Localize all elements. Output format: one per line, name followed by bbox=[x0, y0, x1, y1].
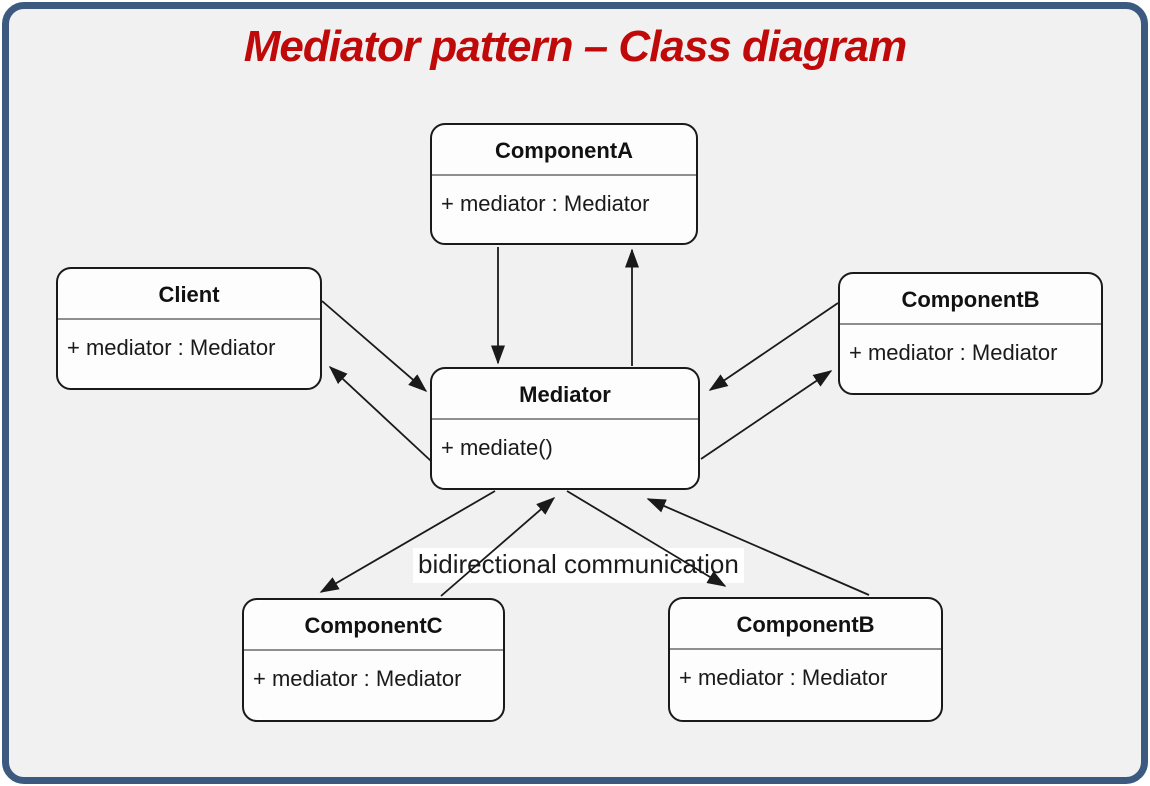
class-box-component-b2[interactable]: ComponentB + mediator : Mediator bbox=[668, 597, 943, 722]
class-name: Client bbox=[58, 269, 320, 320]
edge-mediator-to-client bbox=[328, 365, 432, 462]
edge-mediator-to-component-b bbox=[700, 370, 833, 460]
class-attribute: + mediator : Mediator bbox=[67, 335, 276, 360]
class-name: ComponentA bbox=[432, 125, 696, 176]
class-attribute: + mediator : Mediator bbox=[441, 191, 650, 216]
class-name: ComponentC bbox=[244, 600, 503, 651]
class-name: ComponentB bbox=[670, 599, 941, 650]
class-box-component-c[interactable]: ComponentC + mediator : Mediator bbox=[242, 598, 505, 722]
class-attribute: + mediator : Mediator bbox=[253, 666, 462, 691]
page-title: Mediator pattern – Class diagram bbox=[243, 22, 907, 71]
class-box-mediator[interactable]: Mediator + mediate() bbox=[430, 367, 700, 490]
bidirectional-communication-label: bidirectional communication bbox=[413, 548, 744, 583]
class-name: ComponentB bbox=[840, 274, 1101, 325]
class-attribute: + mediator : Mediator bbox=[849, 340, 1058, 365]
class-name: Mediator bbox=[432, 369, 698, 420]
class-box-component-b[interactable]: ComponentB + mediator : Mediator bbox=[838, 272, 1103, 395]
edge-component-b-to-mediator bbox=[708, 302, 839, 391]
class-attribute: + mediate() bbox=[441, 435, 553, 460]
class-attribute: + mediator : Mediator bbox=[679, 665, 888, 690]
class-box-client[interactable]: Client + mediator : Mediator bbox=[56, 267, 322, 390]
class-box-component-a[interactable]: ComponentA + mediator : Mediator bbox=[430, 123, 698, 245]
edge-client-to-mediator bbox=[321, 300, 428, 392]
